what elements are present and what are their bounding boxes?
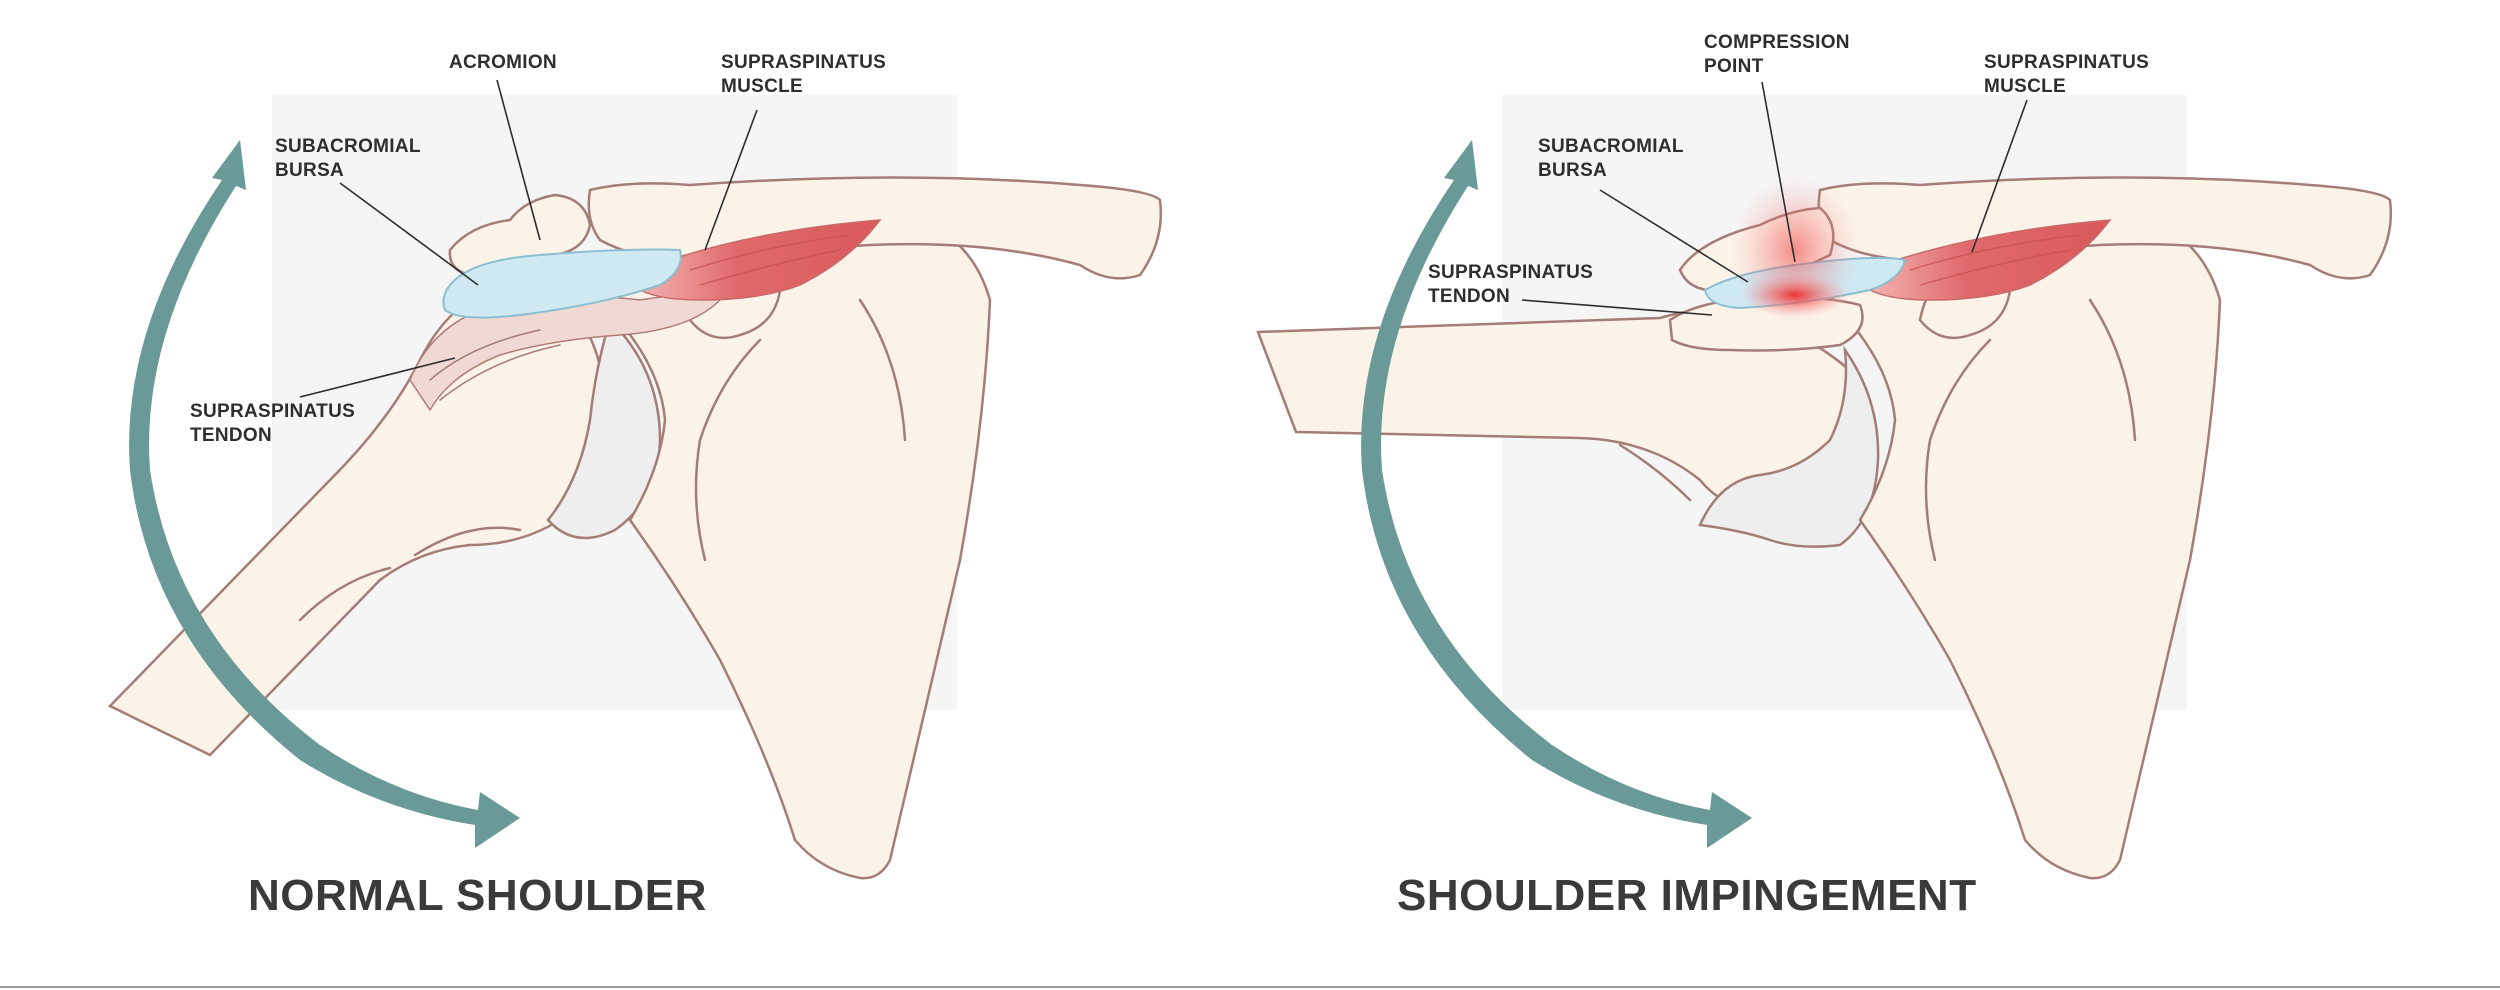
- label-acromion: ACROMION: [449, 52, 557, 73]
- compression-hotspot: [1740, 273, 1850, 317]
- normal-shoulder-panel: ACROMION SUBACROMIAL BURSA SUPRASPINATUS…: [107, 52, 1163, 920]
- glenoid-cartilage: [1698, 345, 1880, 548]
- label-supraspinatus-muscle: SUPRASPINATUS MUSCLE: [721, 52, 892, 97]
- bottom-divider: [0, 986, 2500, 988]
- panel-title: NORMAL SHOULDER: [248, 871, 707, 920]
- label-subacromial-bursa: SUBACROMIAL BURSA: [1538, 136, 1689, 181]
- label-supraspinatus-tendon: SUPRASPINATUS TENDON: [190, 401, 361, 446]
- label-supraspinatus-muscle: SUPRASPINATUS MUSCLE: [1984, 52, 2155, 97]
- label-compression-point: COMPRESSION POINT: [1704, 32, 1855, 77]
- label-subacromial-bursa: SUBACROMIAL BURSA: [275, 136, 426, 181]
- rotation-arrow: [129, 140, 520, 848]
- label-supraspinatus-tendon: SUPRASPINATUS TENDON: [1428, 262, 1599, 307]
- glenoid-cartilage: [546, 317, 662, 540]
- panel-title: SHOULDER IMPINGEMENT: [1397, 871, 1977, 920]
- scapula-bone: [1828, 213, 2222, 880]
- subacromial-bursa: [442, 248, 682, 319]
- rotation-arrow: [1361, 140, 1752, 848]
- impingement-shoulder-panel: COMPRESSION POINT SUBACROMIAL BURSA SUPR…: [1256, 32, 2393, 920]
